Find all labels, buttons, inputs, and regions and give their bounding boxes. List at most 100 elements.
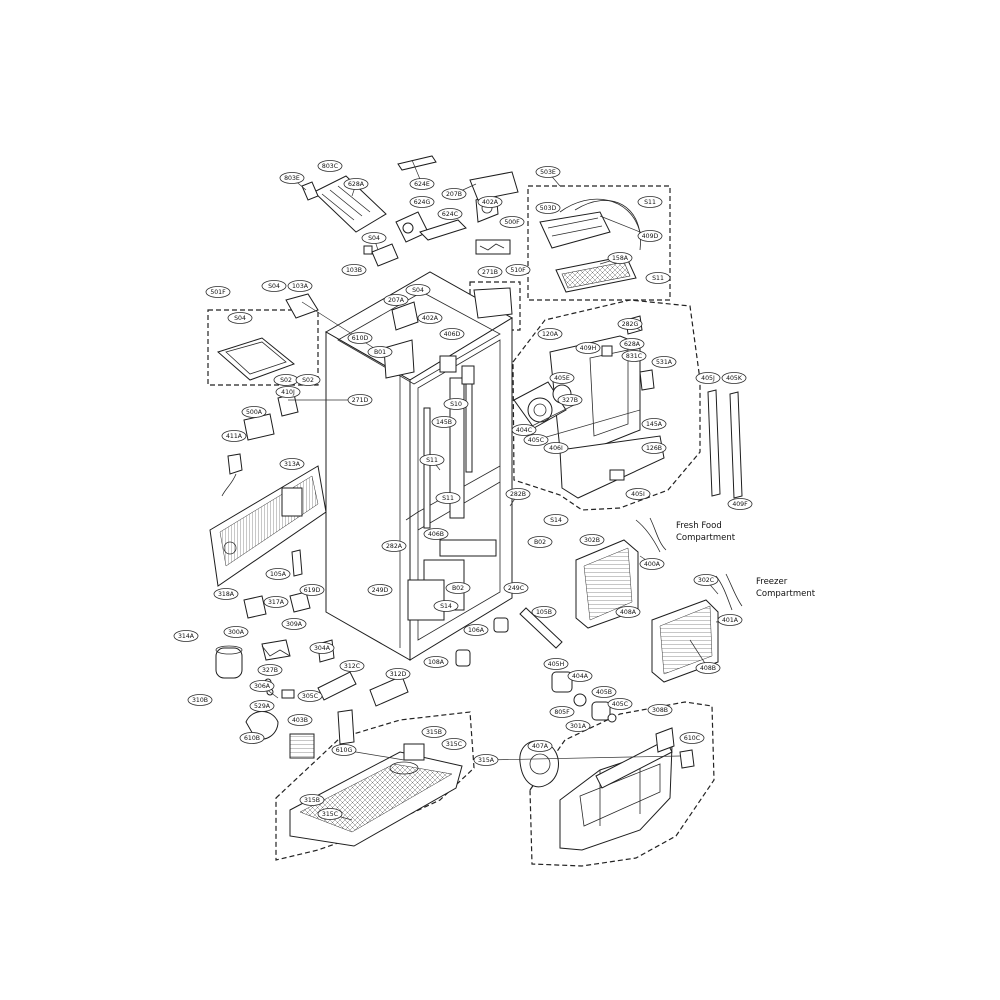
callout-label: 105B — [536, 609, 552, 616]
callout-label: 503E — [540, 169, 556, 176]
callout-bubble — [477, 196, 503, 208]
part-callout: 408A — [615, 606, 641, 618]
callout-label: 405E — [554, 375, 570, 382]
callout-bubble — [499, 216, 525, 228]
part-callout: 624C — [437, 208, 463, 220]
callout-bubble — [297, 690, 323, 702]
callout-label: 406B — [428, 531, 444, 538]
callout-bubble — [527, 740, 553, 752]
part-callout: 405K — [721, 372, 747, 384]
callout-bubble — [299, 794, 325, 806]
part-callout: B01 — [367, 346, 393, 358]
part-callout: 501F — [205, 286, 231, 298]
callout-bubble — [477, 266, 503, 278]
callout-bubble — [695, 372, 721, 384]
callout-bubble — [511, 424, 537, 436]
callout-bubble — [257, 664, 283, 676]
callout-label: 407A — [532, 743, 549, 750]
callout-label: 405J — [701, 375, 715, 382]
callout-bubble — [317, 808, 343, 820]
callout-label: 410J — [281, 389, 295, 396]
part-callout: 610G — [331, 744, 357, 756]
leader-line — [301, 301, 381, 353]
callout-label: 610C — [684, 735, 700, 742]
callout-label: 803C — [322, 163, 338, 170]
callout-bubble — [417, 312, 443, 324]
part-callout: S11 — [419, 454, 445, 466]
part-callout: 624G — [409, 196, 435, 208]
part-callout: 531A — [651, 356, 677, 368]
callout-label: 120A — [542, 331, 559, 338]
part-callout: 500F — [499, 216, 525, 228]
part-callout: 302C — [693, 574, 719, 586]
vertical-strips — [707, 389, 743, 499]
part-callout: 105A — [265, 568, 291, 580]
callout-label: 308B — [652, 707, 668, 714]
part-callout: 315B — [299, 794, 325, 806]
callout-bubble — [227, 312, 253, 324]
callout-bubble — [287, 714, 313, 726]
callout-label: 405B — [596, 689, 612, 696]
callout-bubble — [443, 398, 469, 410]
callout-bubble — [641, 418, 667, 430]
part-callout: 126B — [641, 442, 667, 454]
callout-bubble — [423, 656, 449, 668]
part-callout: 315B — [421, 726, 447, 738]
callout-bubble — [381, 540, 407, 552]
callout-label: 404A — [572, 673, 589, 680]
callout-bubble — [557, 394, 583, 406]
callout-label: 624C — [442, 211, 458, 218]
part-callout: 405J — [695, 372, 721, 384]
part-callout: 103B — [341, 264, 367, 276]
part-callout: 314A — [173, 630, 199, 642]
callout-label: 207B — [446, 191, 462, 198]
callout-label: 411A — [226, 433, 243, 440]
drawer-group-boundary — [529, 701, 715, 867]
callout-bubble — [281, 618, 307, 630]
callout-label: 405H — [548, 661, 565, 668]
callout-bubble — [503, 582, 529, 594]
callout-label: 409F — [732, 501, 748, 508]
part-callout: 404A — [567, 670, 593, 682]
part-callout: B02 — [527, 536, 553, 548]
callout-label: 402A — [422, 315, 439, 322]
callout-bubble — [549, 706, 575, 718]
callout-bubble — [543, 514, 569, 526]
callout-bubble — [651, 356, 677, 368]
callout-bubble — [435, 492, 461, 504]
callout-label: S02 — [280, 377, 292, 384]
part-callout: S14 — [543, 514, 569, 526]
callout-label: 401A — [722, 617, 739, 624]
callout-label: 145A — [646, 421, 663, 428]
part-callout: 304A — [309, 642, 335, 654]
callout-label: S04 — [234, 315, 246, 322]
callout-bubble — [535, 202, 561, 214]
callout-label: 301A — [570, 723, 587, 730]
part-callout: 405H — [543, 658, 569, 670]
callout-label: S11 — [426, 457, 438, 464]
part-callout: 315C — [441, 738, 467, 750]
part-callout: 624E — [409, 178, 435, 190]
part-callout: 313A — [279, 458, 305, 470]
callout-label: 126B — [646, 445, 662, 452]
part-callout: 305C — [297, 690, 323, 702]
callout-bubble — [361, 232, 387, 244]
ice-maker-parts — [539, 198, 641, 293]
callout-label: S10 — [450, 401, 462, 408]
part-callout: S14 — [433, 600, 459, 612]
part-callout: 610B — [239, 732, 265, 744]
callout-label: 402A — [482, 199, 499, 206]
part-callout: B02 — [445, 582, 471, 594]
part-callout: 402A — [477, 196, 503, 208]
callout-bubble — [531, 606, 557, 618]
callout-bubble — [579, 534, 605, 546]
callout-label: 327B — [562, 397, 578, 404]
part-callout: 271D — [347, 394, 373, 406]
part-callout: 619D — [299, 584, 325, 596]
callout-bubble — [309, 642, 335, 654]
callout-bubble — [343, 178, 369, 190]
part-callout: 803C — [317, 160, 343, 172]
callout-bubble — [607, 698, 633, 710]
callout-label: S11 — [644, 199, 656, 206]
back-panel — [209, 465, 327, 587]
